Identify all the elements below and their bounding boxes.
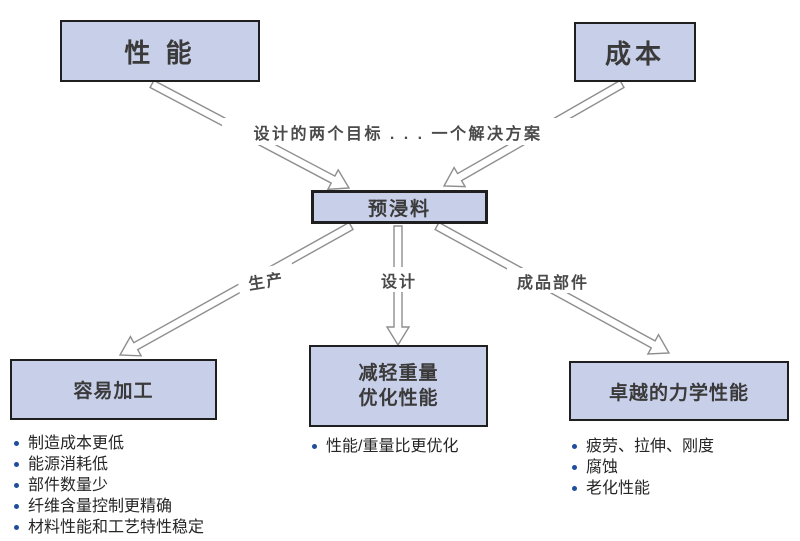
branch-label-finished-parts: 成品部件 [507,268,599,293]
easy-processing-box-label: 容易加工 [73,381,154,402]
list-item: 能源消耗低 [12,454,282,475]
list-item: 老化性能 [570,478,795,499]
list-item: 材料性能和工艺特性稳定 [12,517,282,538]
weight-performance-bullet-list: 性能/重量比更优化 [310,436,530,457]
bullet-icon [14,483,19,488]
weight-performance-box-line1: 减轻重量 [358,363,439,384]
list-item-text: 制造成本更低 [28,435,125,452]
bullet-icon [572,465,577,470]
list-item-text: 腐蚀 [586,459,619,476]
bullet-icon [14,525,19,530]
branch-label-finished-parts-text: 成品部件 [516,274,589,292]
bullet-icon [14,504,19,509]
list-item-text: 材料性能和工艺特性稳定 [28,519,205,536]
list-item: 性能/重量比更优化 [310,436,530,457]
branch-label-design: 设计 [373,267,425,292]
mechanical-properties-bullet-list: 疲劳、拉伸、刚度 腐蚀 老化性能 [570,436,795,499]
weight-performance-box-line2: 优化性能 [358,388,439,409]
list-item-text: 部件数量少 [28,477,109,494]
performance-box-label: 性 能 [124,37,196,68]
mechanical-properties-box: 卓越的力学性能 [569,361,789,421]
cost-box-label: 成本 [604,38,665,69]
list-item-text: 纤维含量控制更精确 [28,498,173,515]
list-item-text: 性能/重量比更优化 [326,438,459,455]
list-item-text: 能源消耗低 [28,456,109,473]
cost-box: 成本 [574,22,696,82]
prepreg-box-label: 预浸料 [367,198,431,220]
list-item: 疲劳、拉伸、刚度 [570,436,795,457]
branch-label-production-text: 生产 [247,270,286,294]
list-item-text: 老化性能 [586,480,651,497]
arrow-prepreg-to-easy-processing [118,221,354,357]
weight-performance-box: 减轻重量 优化性能 [309,345,488,427]
easy-processing-box: 容易加工 [10,359,217,420]
branch-label-design-text: 设计 [380,273,417,291]
list-item-text: 疲劳、拉伸、刚度 [586,438,715,455]
bullet-icon [572,486,577,491]
list-item: 纤维含量控制更精确 [12,496,282,517]
list-item: 制造成本更低 [12,433,282,454]
performance-box: 性 能 [60,20,260,82]
bullet-icon [14,462,19,467]
bullet-icon [572,444,577,449]
list-item: 腐蚀 [570,457,795,478]
easy-processing-bullet-list: 制造成本更低 能源消耗低 部件数量少 纤维含量控制更精确 材料性能和工艺特性稳定 [12,433,282,538]
bullet-icon [14,441,19,446]
goal-caption-text: 设计的两个目标 . . . 一个解决方案 [253,125,543,143]
prepreg-box: 预浸料 [311,190,488,224]
list-item: 部件数量少 [12,475,282,496]
goal-caption: 设计的两个目标 . . . 一个解决方案 [222,118,574,145]
bullet-icon [312,444,317,449]
mechanical-properties-box-label: 卓越的力学性能 [608,382,749,404]
